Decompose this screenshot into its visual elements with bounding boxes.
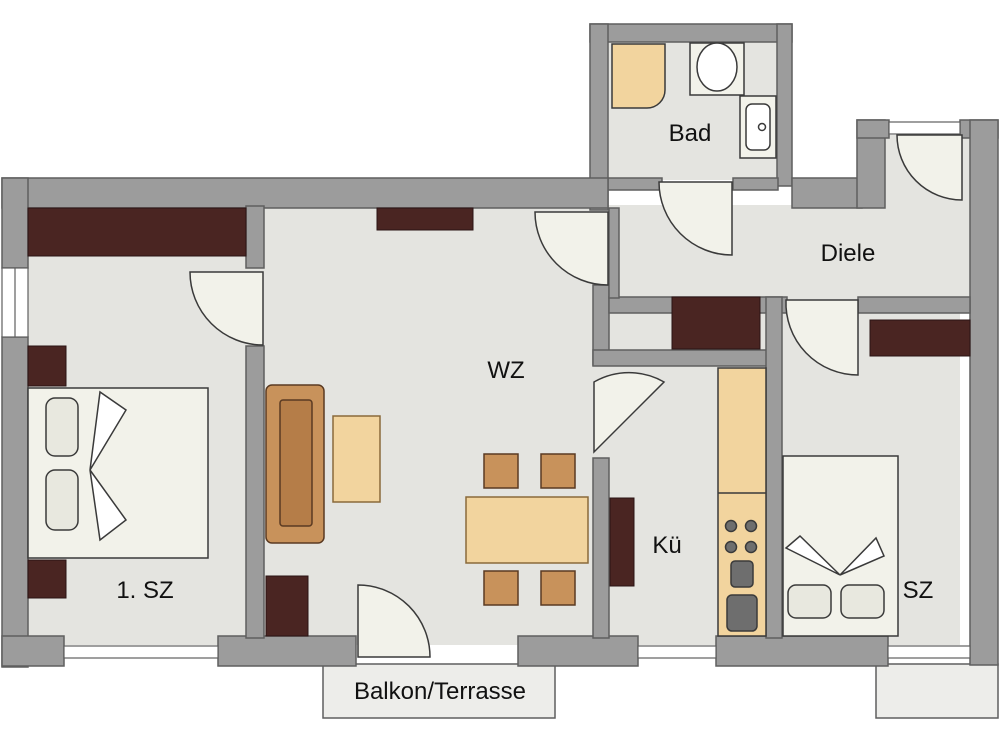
wall-wz-kue-lower [592, 457, 610, 639]
bed-sz1-pillow-bottom [45, 469, 79, 531]
windows [1, 121, 971, 659]
door-bad [658, 181, 733, 256]
wall-bad-bottom-r [732, 177, 779, 191]
wall-diele-top-l [856, 119, 890, 139]
door-balkon [357, 584, 431, 658]
bed-sz [782, 455, 899, 637]
balkon-slab [322, 663, 556, 719]
kitchen-sink-large [726, 594, 758, 632]
bed-sz-blanket-left [784, 534, 841, 576]
bed-sz1 [27, 387, 209, 559]
wall-kue-top [592, 349, 769, 367]
chair-4 [540, 570, 576, 606]
wall-bad-top [589, 23, 793, 43]
door-sz1 [189, 271, 264, 346]
bad-fixtures [611, 42, 777, 159]
wz-furniture [265, 384, 589, 606]
wall-bad-bottom-l [607, 177, 663, 191]
label-diele: Diele [821, 240, 876, 267]
nightstand-sz1-top [27, 345, 67, 387]
chair-1 [483, 453, 519, 489]
kitchen [717, 367, 767, 637]
cabinet-kue [609, 497, 635, 587]
wall-top-right [791, 177, 863, 209]
kitchen-counter [717, 367, 767, 637]
wall-right-outer [969, 119, 999, 666]
shelf-wz [265, 575, 309, 637]
bed-sz1-pillow-top [45, 397, 79, 457]
label-wz: WZ [487, 357, 524, 384]
bed-sz-blanket-right [839, 536, 885, 576]
wall-bad-left [589, 23, 609, 211]
wall-bottom-3 [517, 635, 639, 667]
wall-sz1-wz-upper [245, 205, 265, 269]
door-sz [785, 299, 859, 376]
hob-1 [724, 519, 738, 533]
wardrobe-sz1 [27, 207, 247, 257]
room-labels: Bad Diele WZ 1. SZ Kü SZ Balkon/Terrasse [116, 120, 933, 705]
bed-sz1-blanket-lower [89, 469, 128, 542]
wall-diele-bottom-r [857, 296, 971, 314]
chair-3 [483, 570, 519, 606]
hob-2 [744, 519, 758, 533]
shower-tray [611, 43, 666, 109]
nightstand-sz1-bottom [27, 559, 67, 599]
cabinets [27, 207, 971, 637]
bed-sz-pillow-left [787, 584, 832, 619]
wall-sz1-wz-lower [245, 345, 265, 639]
window-sz-bottom [887, 645, 971, 659]
label-sz: SZ [903, 577, 934, 604]
wall-bad-right [776, 23, 793, 187]
doors [189, 134, 963, 658]
coffee-table [332, 415, 381, 503]
bed-sz1-blanket-upper [89, 390, 128, 471]
label-kue: Kü [652, 532, 681, 559]
toilet-bowl [696, 42, 738, 92]
wall-diele-left [608, 207, 620, 299]
sink-drain [757, 122, 767, 132]
wall-bottom-1 [1, 635, 65, 667]
label-bad: Bad [669, 120, 712, 147]
walls [1, 23, 999, 668]
hob-3 [724, 540, 738, 554]
chair-2 [540, 453, 576, 489]
wall-left-top [1, 177, 29, 269]
sofa-seat [279, 399, 313, 527]
hob-4 [744, 540, 758, 554]
label-sz1: 1. SZ [116, 577, 173, 604]
window-kue-bottom [637, 645, 717, 659]
door-diele-entry [896, 134, 963, 201]
sz-terrace-slab [875, 663, 999, 719]
wardrobe-diele [671, 296, 761, 350]
window-sz1-bottom [63, 645, 219, 659]
wall-left-bottom [1, 336, 29, 668]
wall-bottom-2 [217, 635, 357, 667]
wall-top-left [1, 177, 609, 209]
terraces [322, 663, 999, 719]
door-wz [534, 211, 609, 286]
dining-table [465, 496, 589, 564]
window-diele-top [888, 121, 961, 135]
sideboard-wz [376, 207, 474, 231]
door-kue [593, 371, 666, 454]
label-balkon: Balkon/Terrasse [354, 678, 526, 705]
wall-kue-sz [765, 296, 783, 639]
kitchen-sink-small [730, 560, 754, 588]
wardrobe-sz [869, 319, 971, 357]
bed-sz-pillow-right [840, 584, 885, 619]
wall-bottom-4 [715, 635, 889, 667]
